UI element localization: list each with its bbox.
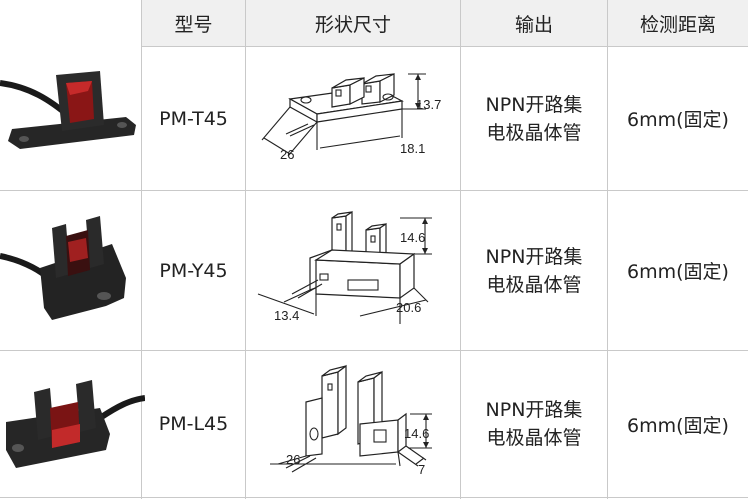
output-line: 电极晶体管 bbox=[486, 121, 582, 144]
output-line: NPN开路集 bbox=[485, 399, 583, 421]
dimension-depth: 7 bbox=[418, 462, 425, 477]
model-pm-y45: PM-Y45 bbox=[159, 259, 228, 282]
row-divider bbox=[0, 190, 748, 191]
output-pm-y45: NPN开路集电极晶体管 bbox=[461, 191, 607, 350]
table-header bbox=[141, 0, 748, 47]
header-output: 输出 bbox=[514, 13, 553, 36]
dimension-width: 26 bbox=[286, 452, 300, 467]
column-divider bbox=[245, 0, 246, 499]
column-divider bbox=[460, 0, 461, 499]
header-distance: 检测距离 bbox=[639, 13, 716, 36]
dimension-width: 13.4 bbox=[274, 308, 299, 323]
dimension-height: 14.6 bbox=[404, 426, 429, 441]
dimension-height: 14.6 bbox=[400, 230, 425, 245]
dimension-width: 26 bbox=[280, 147, 294, 162]
dimension-drawing-pm-y45: 14.6 20.6 13.4 bbox=[257, 210, 432, 324]
output-pm-t45: NPN开路集电极晶体管 bbox=[461, 47, 607, 190]
output-line: NPN开路集 bbox=[485, 245, 583, 268]
dimension-drawing-pm-l45: 14.6 7 26 bbox=[270, 364, 432, 477]
column-divider bbox=[141, 0, 142, 499]
dimension-depth: 18.1 bbox=[400, 141, 425, 156]
distance-pm-l45: 6mm(固定) bbox=[627, 414, 729, 437]
model-pm-l45: PM-L45 bbox=[158, 413, 229, 435]
distance-pm-y45: 6mm(固定) bbox=[627, 261, 729, 283]
output-line: 电极晶体管 bbox=[486, 273, 582, 296]
distance-pm-t45: 6mm(固定) bbox=[627, 109, 729, 131]
row-divider bbox=[0, 497, 748, 498]
row-divider bbox=[0, 350, 748, 351]
output-line: NPN开路集 bbox=[485, 93, 583, 116]
column-divider bbox=[607, 0, 608, 499]
sensor-photo-pm-y45 bbox=[0, 216, 126, 320]
sensor-photo-pm-l45 bbox=[6, 380, 145, 468]
output-line: 电极晶体管 bbox=[486, 427, 582, 449]
header-shape: 形状尺寸 bbox=[314, 13, 391, 36]
model-pm-t45: PM-T45 bbox=[159, 107, 228, 130]
dimension-drawing-pm-t45: 13.7 18.1 26 bbox=[261, 73, 441, 162]
dimension-height: 13.7 bbox=[416, 97, 441, 112]
header-model: 型号 bbox=[174, 13, 213, 36]
sensor-photo-pm-t45 bbox=[0, 71, 136, 149]
dimension-depth: 20.6 bbox=[396, 300, 421, 315]
output-pm-l45: NPN开路集电极晶体管 bbox=[461, 351, 607, 497]
